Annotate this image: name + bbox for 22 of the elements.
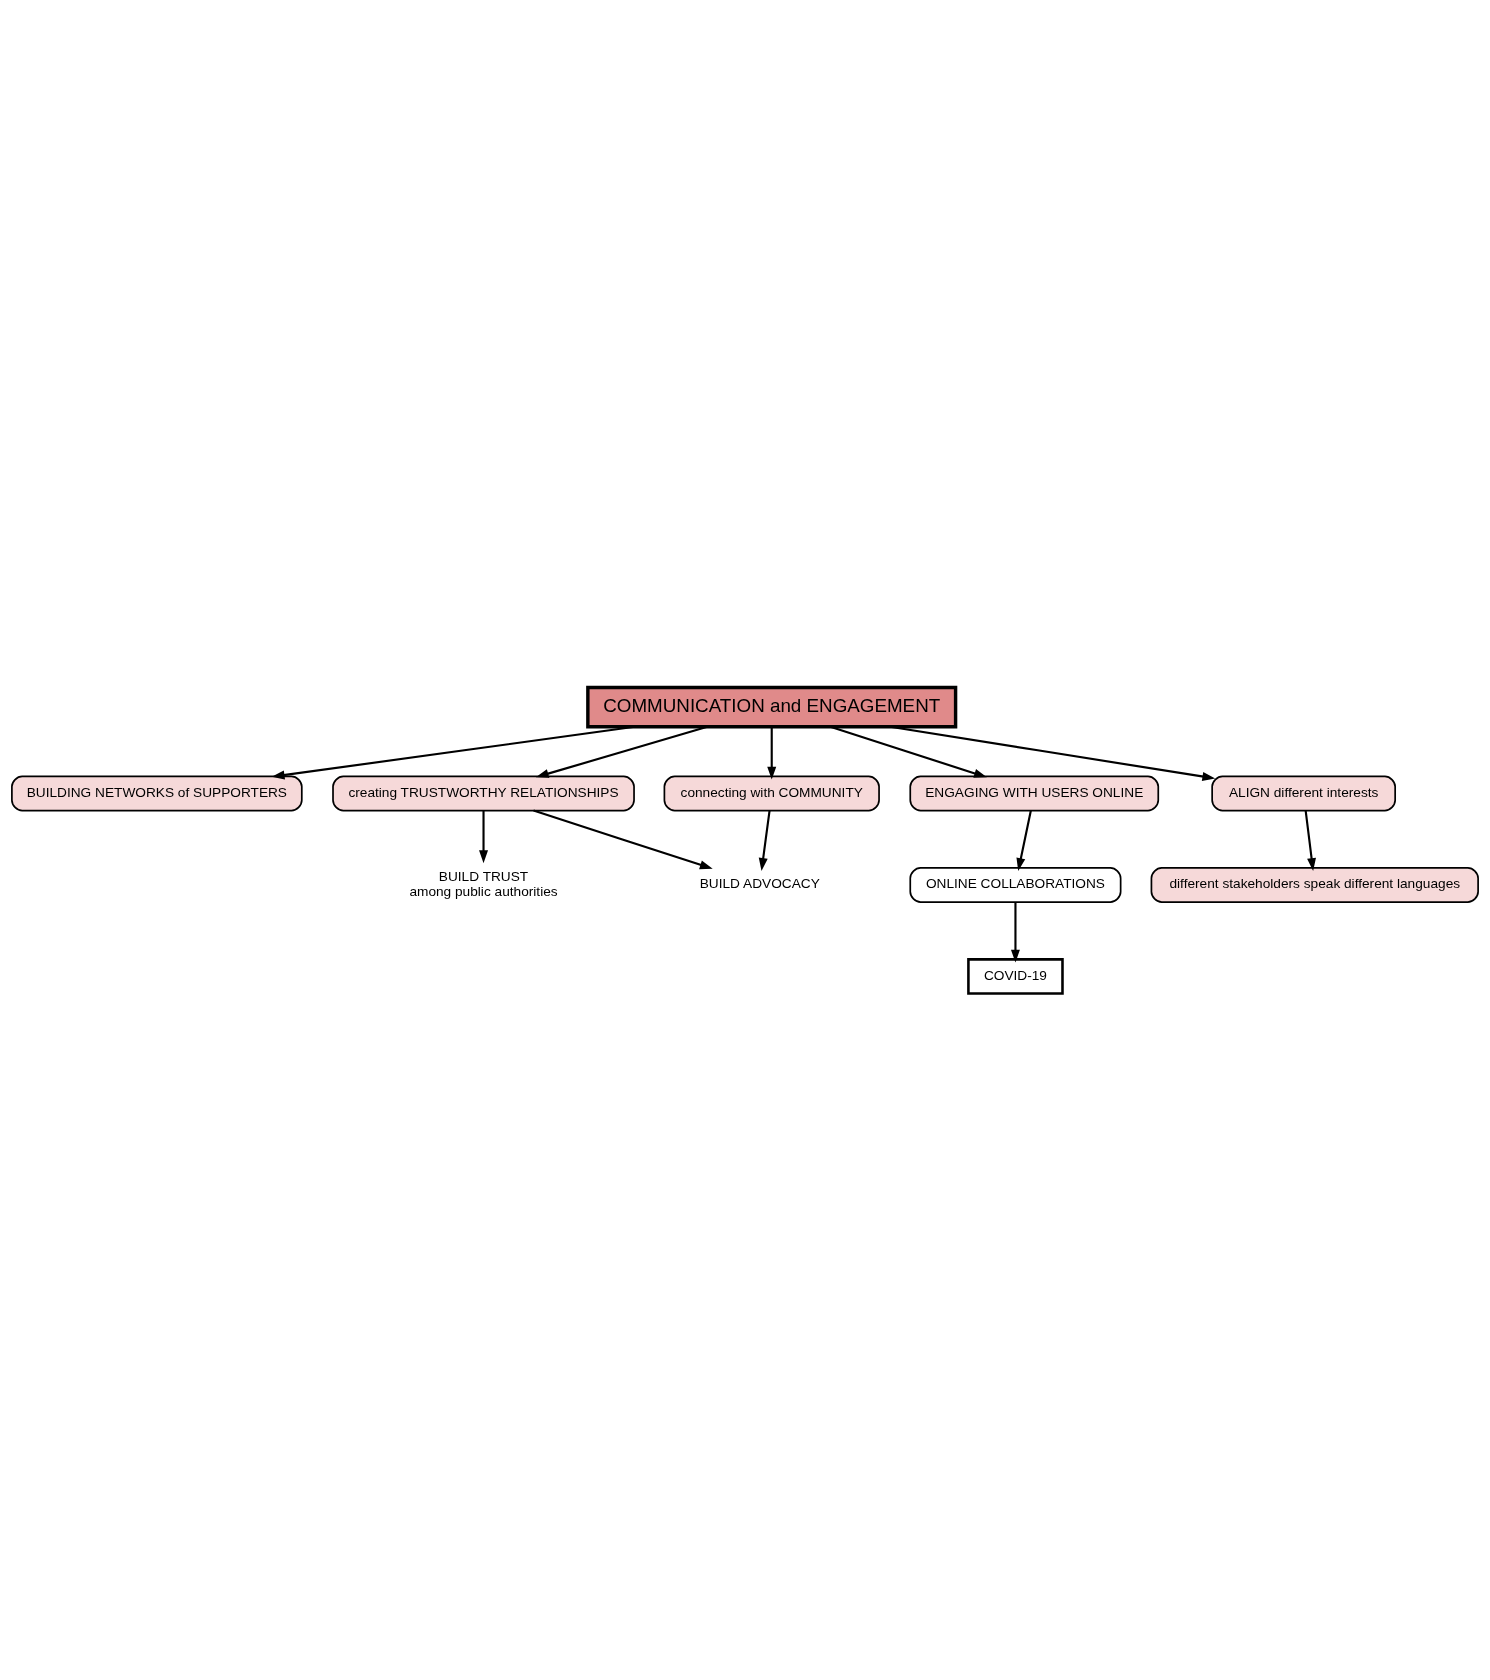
node-box: COVID-19 <box>967 957 1064 995</box>
arrow <box>758 810 771 871</box>
node-box: creating TRUSTWORTHY RELATIONSHIPS <box>332 775 635 811</box>
node-text: BUILD TRUST among public authorities <box>409 868 558 899</box>
arrow <box>533 809 713 869</box>
arrow <box>479 810 489 863</box>
node-box: connecting with COMMUNITY <box>663 775 880 811</box>
node-box: BUILDING NETWORKS of SUPPORTERS <box>11 775 303 811</box>
node-text: BUILD ADVOCACY <box>699 875 820 891</box>
node-box: ALIGN different interests <box>1211 775 1396 811</box>
node-box: ENGAGING WITH USERS ONLINE <box>909 775 1160 811</box>
arrow <box>535 725 708 778</box>
arrow <box>1304 810 1317 871</box>
arrow <box>1016 810 1032 871</box>
arrow <box>767 726 777 780</box>
node-box: COMMUNICATION and ENGAGEMENT <box>586 685 958 728</box>
node-box: ONLINE COLLABORATIONS <box>909 866 1122 903</box>
arrow <box>1010 901 1020 962</box>
arrow <box>830 725 987 778</box>
node-box: different stakeholders speak different languages <box>1150 866 1479 903</box>
arrow <box>889 725 1216 781</box>
arrow <box>271 725 636 779</box>
